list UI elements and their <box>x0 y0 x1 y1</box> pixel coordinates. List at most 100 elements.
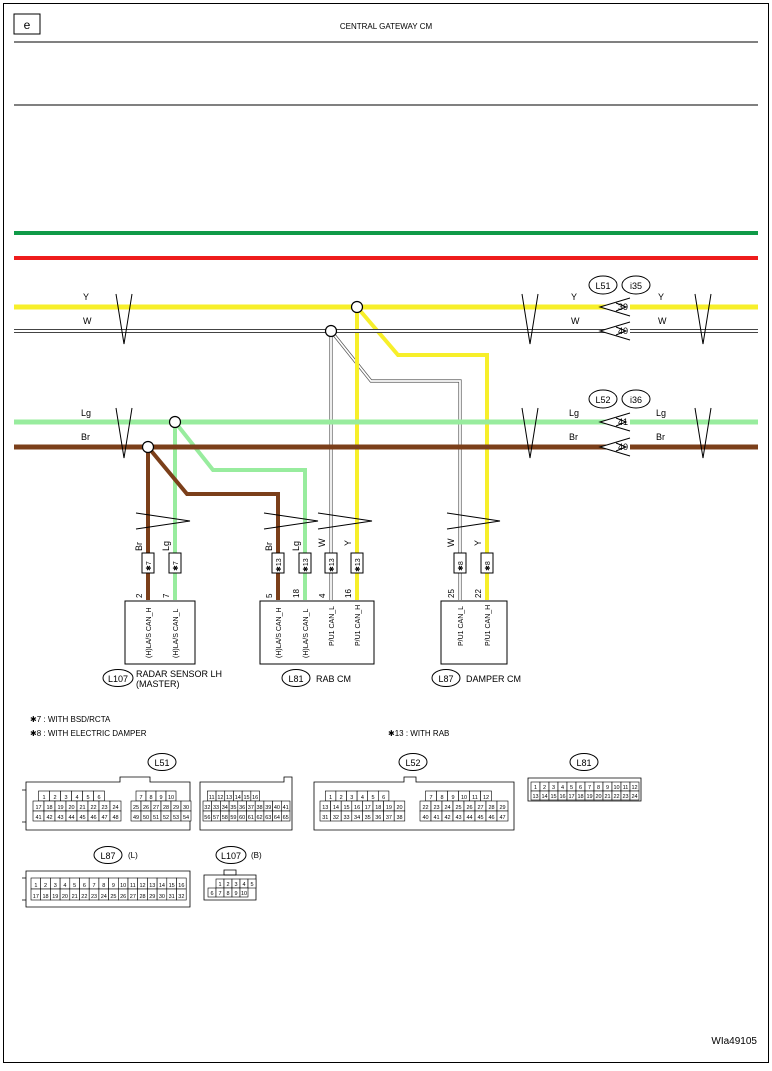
connector-pin-number: 34 <box>222 805 228 811</box>
connector-pin-number: 30 <box>183 805 189 811</box>
connector-pin-number: 12 <box>483 795 489 801</box>
pin-number: 16 <box>344 589 353 598</box>
connector-callout-label: i35 <box>630 281 642 291</box>
connector-pin-number: 36 <box>239 805 245 811</box>
connector-pin-number: 24 <box>112 805 118 811</box>
pin-number: 40 <box>618 326 628 336</box>
connector-pin-number: 25 <box>110 894 116 900</box>
connector-pin-number: 2 <box>340 795 343 801</box>
pin-number: 7 <box>162 593 171 598</box>
connector-pin-number: 24 <box>101 894 107 900</box>
connector-pin-number: 11 <box>130 883 136 889</box>
connector-callout-label: L87 <box>100 851 115 861</box>
connector-pin-number: 33 <box>343 815 349 821</box>
connector-pin-number: 1 <box>42 795 45 801</box>
connector-pin-number: 3 <box>234 882 237 888</box>
connector-pin-number: 18 <box>46 805 52 811</box>
connector-pin-number: 31 <box>322 815 328 821</box>
connector-pin-number: 10 <box>241 891 247 897</box>
connector-pin-number: 44 <box>466 815 472 821</box>
connector-pin-number: 11 <box>623 785 629 791</box>
connector-pin-number: 13 <box>322 805 328 811</box>
connector-pin-cell <box>393 810 406 822</box>
connector-pin-number: 8 <box>226 891 229 897</box>
connector-pin-number: 47 <box>101 815 107 821</box>
connector-pin-number: 27 <box>130 894 136 900</box>
connector-pin-number: 22 <box>422 805 428 811</box>
connector-pin-number: 23 <box>433 805 439 811</box>
option-mark: ✱13 <box>354 558 362 572</box>
option-mark: ✱8 <box>484 561 492 571</box>
connector-pin-number: 25 <box>455 805 461 811</box>
connector-pin-number: 3 <box>350 795 353 801</box>
wire-label: W <box>571 316 580 326</box>
connector-pin-number: 19 <box>586 794 592 800</box>
pin-signal: (H)LA/S CAN_H <box>146 607 153 658</box>
connector-pin-number: 58 <box>222 815 228 821</box>
connector-pin-number: 65 <box>283 815 289 821</box>
connector-pin-number: 12 <box>139 883 145 889</box>
connector-pin-number: 11 <box>209 795 215 801</box>
connector-suffix: (B) <box>251 851 262 860</box>
connector-pin-number: 23 <box>91 894 97 900</box>
connector-face-l51 <box>22 776 293 831</box>
connector-pin-number: 14 <box>235 795 241 801</box>
connector-pin-number: 27 <box>153 805 159 811</box>
connector-callout <box>588 275 618 295</box>
wire-label: Y <box>571 292 577 302</box>
connector-callout <box>93 846 123 864</box>
connector-callout-label: L52 <box>595 395 610 405</box>
connector-callout <box>102 669 134 687</box>
wire-w-damper <box>329 330 462 600</box>
connector-pin-number: 26 <box>466 805 472 811</box>
connector-pin-number: 21 <box>72 894 78 900</box>
connector-pin-number: 41 <box>35 815 41 821</box>
connector-pin-number: 35 <box>230 805 236 811</box>
connector-pin-number: 49 <box>133 815 139 821</box>
connector-pin-number: 9 <box>159 795 162 801</box>
connector-pin-number: 1 <box>534 785 537 791</box>
connector-pin-number: 43 <box>57 815 63 821</box>
wire-label: Br <box>81 432 90 442</box>
pin-signal: (H)LA/S CAN_H <box>276 607 283 658</box>
connector-pin-number: 50 <box>143 815 149 821</box>
connector-callout-label: L81 <box>288 674 303 684</box>
connector-pin-number: 21 <box>604 794 610 800</box>
connector-callout <box>621 275 651 295</box>
connector-pin-cell <box>109 810 122 822</box>
pin-number: 18 <box>292 589 301 598</box>
option-mark: ✱8 <box>457 561 465 571</box>
connector-pin-number: 1 <box>218 882 221 888</box>
connector-pin-number: 7 <box>218 891 221 897</box>
radar-sensor-box <box>124 600 196 665</box>
connector-callout <box>431 669 461 687</box>
connector-suffix: (L) <box>128 851 138 860</box>
connector-pin-number: 46 <box>90 815 96 821</box>
splice-point <box>141 440 155 454</box>
connector-pin-number: 42 <box>444 815 450 821</box>
branch-label: Br <box>134 542 144 551</box>
connector-pin-number: 26 <box>120 894 126 900</box>
connector-pin-number: 28 <box>163 805 169 811</box>
wire-label: W <box>658 316 667 326</box>
connector-pin-cell <box>247 878 257 889</box>
connector-pin-number: 29 <box>173 805 179 811</box>
connector-pin-number: 60 <box>239 815 245 821</box>
connector-callout <box>281 669 311 687</box>
connector-pin-number: 12 <box>217 795 223 801</box>
pin-signal: P/U1 CAN_H <box>355 605 362 646</box>
connector-pin-number: 7 <box>93 883 96 889</box>
connector-pin-number: 8 <box>597 785 600 791</box>
connector-pin-number: 36 <box>375 815 381 821</box>
connector-pin-number: 41 <box>433 815 439 821</box>
option-mark: ✱13 <box>328 558 336 572</box>
connector-pin-cell <box>629 790 640 801</box>
connector-pin-number: 32 <box>204 805 210 811</box>
connector-pin-number: 2 <box>53 795 56 801</box>
connector-pin-number: 15 <box>343 805 349 811</box>
note: ✱8 : WITH ELECTRIC DAMPER <box>30 729 147 738</box>
pin-number: 5 <box>265 593 274 598</box>
connector-pin-number: 20 <box>68 805 74 811</box>
connector-pin-number: 22 <box>90 805 96 811</box>
connector-pin-number: 39 <box>265 805 271 811</box>
